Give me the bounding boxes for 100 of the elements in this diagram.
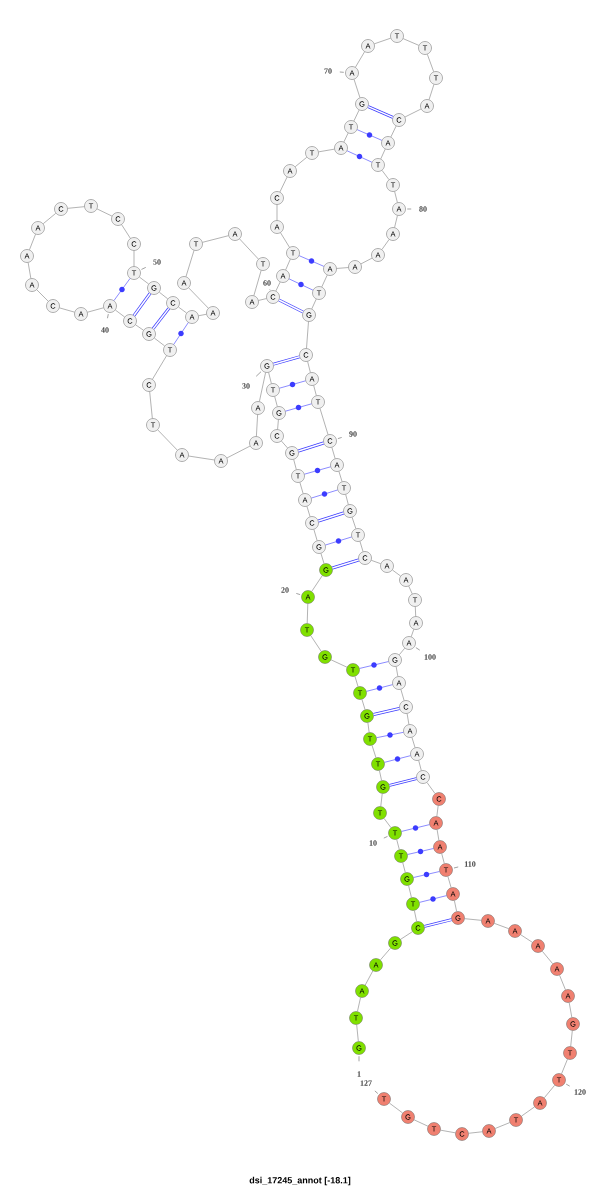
backbone-line <box>67 206 85 209</box>
backbone-line <box>343 132 349 143</box>
backbone-line <box>570 1030 573 1047</box>
backbone-line <box>402 862 406 873</box>
backbone-line <box>441 853 445 864</box>
backbone-line <box>494 923 509 929</box>
backbone-line <box>520 934 533 943</box>
base-pair-line <box>173 322 189 345</box>
base-pair-line <box>285 403 312 412</box>
base-pair-line <box>407 848 434 855</box>
backbone-line <box>542 950 553 965</box>
backbone-line <box>400 931 413 940</box>
backbone-line <box>561 1058 568 1075</box>
base-pair-line <box>423 918 453 928</box>
backbone-line <box>202 235 229 243</box>
backbone-line <box>87 307 104 313</box>
backbone-line <box>521 1106 535 1117</box>
backbone-line <box>336 267 349 269</box>
backbone-line <box>294 157 308 168</box>
backbone-line <box>185 250 195 277</box>
backbone-line <box>392 569 401 577</box>
backbone-line <box>135 324 144 331</box>
backbone-line <box>27 262 32 279</box>
base-pair-line <box>151 307 171 330</box>
backbone-line <box>226 445 251 459</box>
backbone-line <box>426 782 436 794</box>
backbone-line <box>353 79 361 98</box>
backbone-line <box>157 429 178 451</box>
backbone-line <box>239 238 259 260</box>
backbone-line <box>285 258 291 271</box>
backbone-line <box>394 191 398 203</box>
base-pair-line <box>359 661 389 669</box>
backbone-line <box>310 635 322 652</box>
backbone-line <box>454 900 457 912</box>
base-pair-line <box>366 684 393 692</box>
backbone-line <box>381 170 390 180</box>
backbone-line <box>154 337 165 347</box>
base-pair-line <box>311 489 338 499</box>
base-number: 20 <box>280 586 290 594</box>
backbone-line <box>178 306 187 314</box>
backbone-line <box>404 108 422 118</box>
base-number: 60 <box>262 279 272 287</box>
backbone-line <box>356 1024 359 1042</box>
backbone-line <box>36 289 49 302</box>
backbone-line <box>436 829 440 841</box>
backbone-line <box>371 560 381 564</box>
base-pair-line <box>331 558 360 570</box>
base-pair-line <box>304 466 331 475</box>
backbone-line <box>139 276 149 285</box>
backbone-line <box>29 234 36 250</box>
base-pair-line <box>279 380 306 389</box>
base-pair-line <box>419 895 447 903</box>
backbone-line <box>331 447 336 459</box>
backbone-line <box>428 84 435 100</box>
base-number: 1 <box>356 1070 362 1078</box>
backbone-line <box>198 313 207 317</box>
backbone-line <box>293 459 297 470</box>
base-number: 30 <box>241 382 251 390</box>
base-pair-line <box>376 732 404 738</box>
backbone-line <box>259 372 266 402</box>
backbone-line <box>277 419 279 430</box>
backbone-line <box>494 1122 511 1129</box>
backbone-line <box>402 38 420 46</box>
base-pair-line <box>401 824 430 832</box>
backbone-line <box>389 1102 403 1114</box>
backbone-line <box>313 529 318 541</box>
backbone-line <box>436 805 439 817</box>
backbone-line <box>152 355 167 380</box>
backbone-line <box>115 309 125 318</box>
backbone-line <box>411 737 416 748</box>
base-number: 120 <box>573 1088 587 1096</box>
base-number: 40 <box>100 326 110 334</box>
backbone-line <box>380 148 386 160</box>
backbone-line <box>351 517 357 529</box>
backbone-line <box>415 606 416 617</box>
backbone-line <box>395 666 399 677</box>
backbone-line <box>400 689 405 701</box>
backbone-line <box>380 793 383 807</box>
backbone-line <box>274 396 278 407</box>
base-pair-line <box>413 871 440 878</box>
base-pair-line <box>388 777 418 787</box>
backbone-line <box>279 176 288 193</box>
base-number: 80 <box>418 205 428 213</box>
backbone-line <box>319 408 329 435</box>
base-number: 50 <box>152 258 162 266</box>
backbone-line <box>406 713 410 725</box>
backbone-line <box>559 974 566 991</box>
backbone-line <box>330 659 348 668</box>
backbone-line <box>447 876 452 888</box>
base-number: 110 <box>463 860 477 868</box>
backbone-line <box>381 239 390 250</box>
backbone-line <box>364 970 374 986</box>
backbone-line <box>413 1119 429 1127</box>
base-pair-line <box>298 255 325 267</box>
base-pair-line <box>325 536 352 546</box>
backbone-line <box>383 818 392 828</box>
backbone-line <box>396 839 400 850</box>
base-pair-line <box>367 105 394 119</box>
backbone-line <box>427 54 434 72</box>
backbone-line <box>361 699 366 710</box>
